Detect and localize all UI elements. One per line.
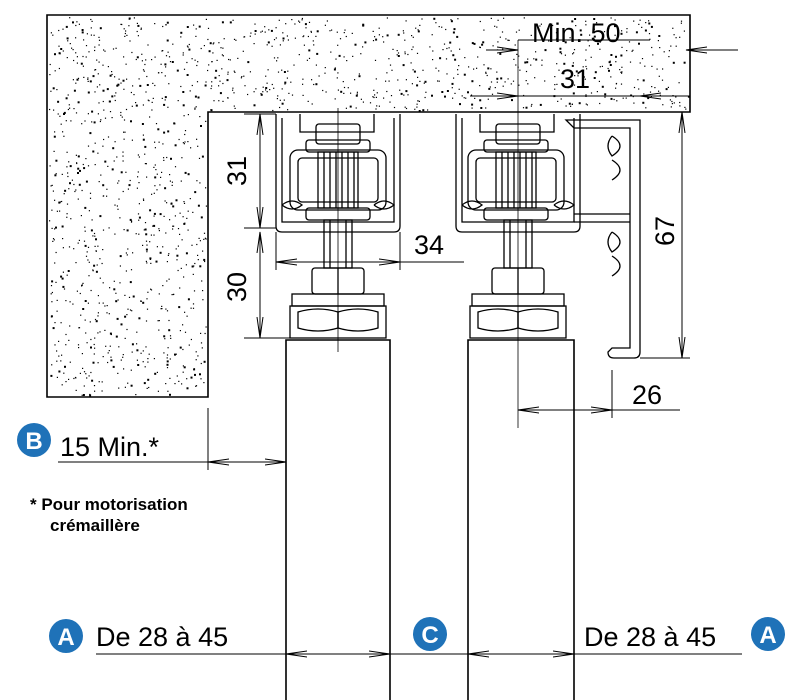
badge-a-left: A <box>49 619 83 653</box>
concrete-texture <box>49 17 690 397</box>
note-line-1: * Pour motorisation <box>30 495 188 514</box>
dim-26: 26 <box>632 380 662 410</box>
dim-31-top: 31 <box>560 64 590 94</box>
badge-c: C <box>413 617 447 651</box>
svg-text:B: B <box>25 428 42 455</box>
ceiling-concrete <box>46 14 691 398</box>
dim-a-left: De 28 à 45 <box>96 622 228 652</box>
door-right <box>467 339 575 700</box>
dim-31-side: 31 <box>222 156 252 186</box>
svg-text:A: A <box>759 622 776 649</box>
dimension-lines <box>58 39 742 654</box>
svg-text:A: A <box>57 624 74 651</box>
dim-b-15-min: 15 Min.* <box>60 432 160 462</box>
dim-a-right: De 28 à 45 <box>584 622 716 652</box>
dim-34: 34 <box>414 230 444 260</box>
motorisation-note: * Pour motorisation crémaillère <box>30 494 188 536</box>
note-line-2: crémaillère <box>50 516 140 535</box>
dim-30: 30 <box>222 272 252 302</box>
dim-67: 67 <box>650 216 680 246</box>
dim-min-50: Min. 50 <box>532 18 621 48</box>
svg-text:C: C <box>421 622 438 649</box>
center-lines <box>337 40 519 428</box>
badge-b: B <box>17 423 51 457</box>
door-left <box>285 339 391 700</box>
badge-a-right: A <box>751 617 785 651</box>
fascia-profile <box>564 119 641 359</box>
